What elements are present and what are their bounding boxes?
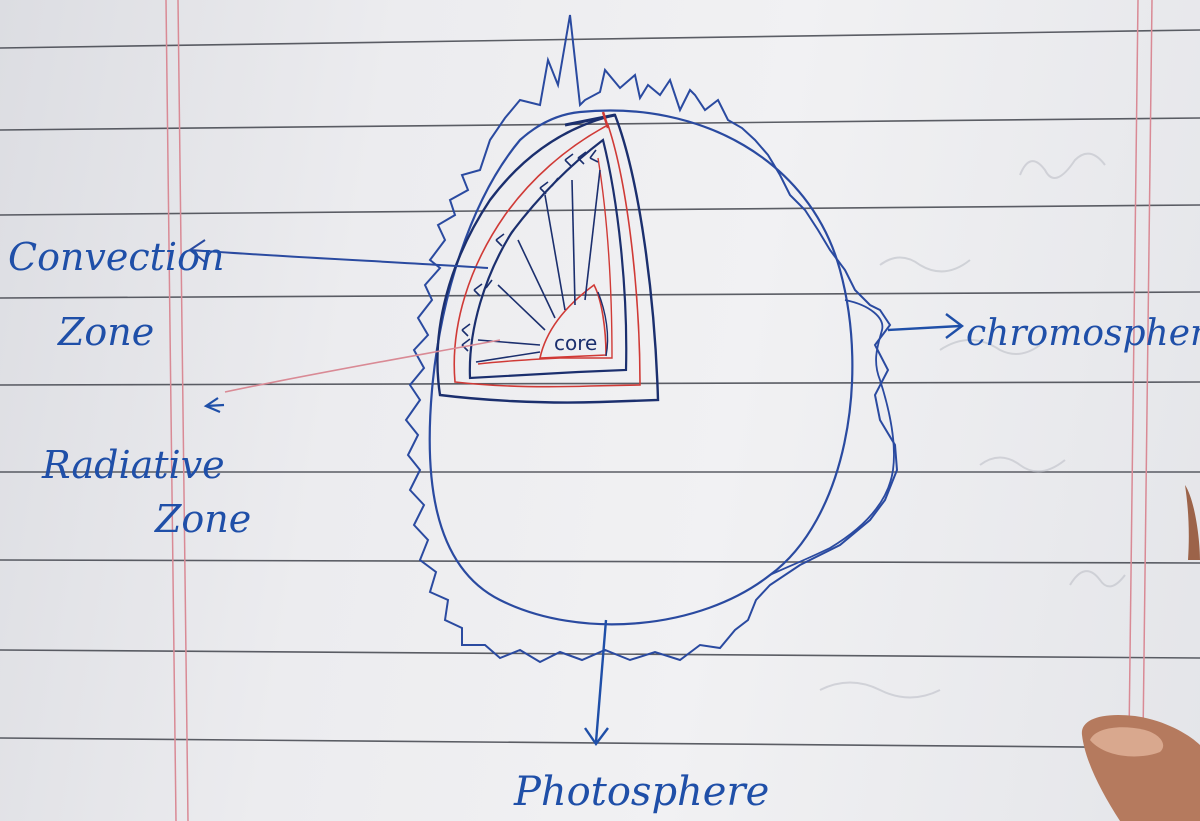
core-label: core	[554, 331, 597, 355]
bleed-through-marks	[820, 154, 1125, 698]
chromosphere-label: chromosphere	[966, 313, 1200, 354]
convection-zone-label-line1: Convection	[8, 235, 224, 279]
chromosphere-edge	[770, 300, 894, 575]
radiative-arrowhead	[206, 398, 224, 412]
photosphere-pointer	[585, 620, 608, 744]
convection-arrows	[462, 150, 598, 351]
radiative-zone-boundary	[470, 140, 626, 378]
chromosphere-pointer	[888, 314, 962, 338]
radiative-zone-label-line1: Radiative	[41, 443, 225, 487]
convection-zone-label-line2: Zone	[57, 310, 154, 354]
outer-flare-boundary	[406, 15, 897, 662]
photosphere-label: Photosphere	[513, 769, 769, 815]
convection-pointer	[190, 240, 488, 268]
photosphere-circle	[430, 110, 853, 624]
radiative-zone-label-line2: Zone	[154, 497, 251, 541]
finger-edge	[1185, 485, 1200, 560]
